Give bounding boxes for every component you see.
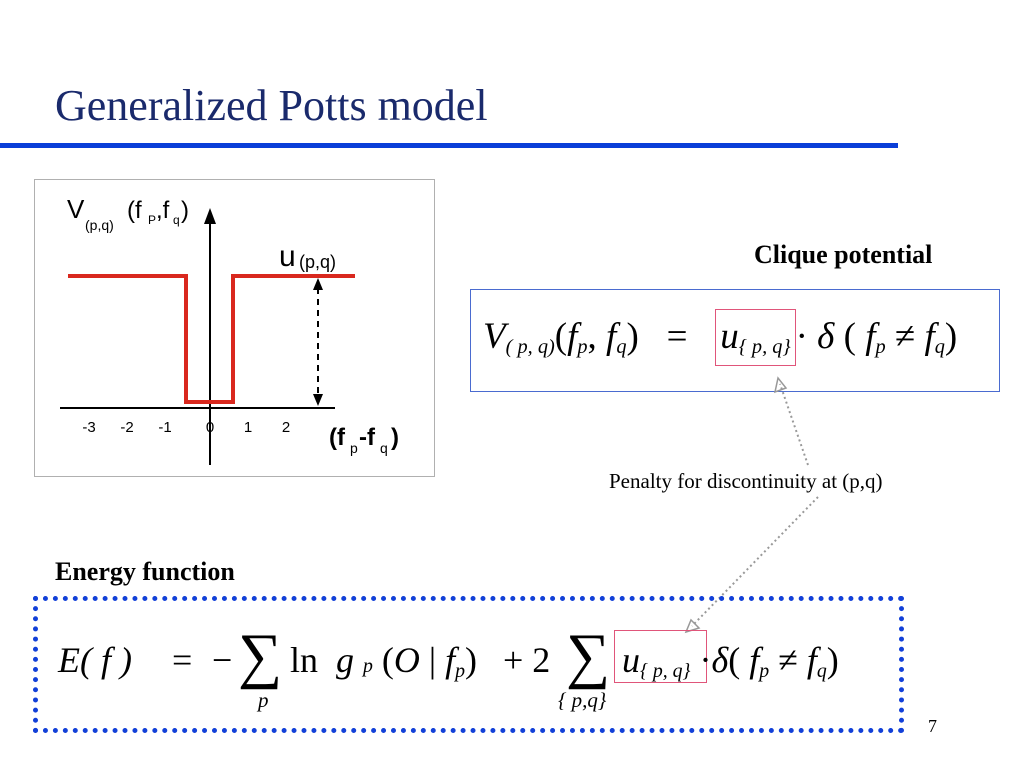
x-label-q: q <box>380 440 388 456</box>
energy-d-f2-sub: q <box>816 659 827 682</box>
energy-plus-two: + 2 <box>503 640 551 680</box>
y-label-sub: (p,q) <box>85 217 114 233</box>
clique-f1-sub: p <box>577 336 588 359</box>
x-tick-label: -3 <box>82 419 95 436</box>
energy-d-f1: f <box>749 640 760 680</box>
page-number: 7 <box>928 716 937 736</box>
slide-title: Generalized Potts model <box>55 81 488 130</box>
clique-u: u <box>720 316 739 357</box>
clique-f1: f <box>567 316 578 357</box>
u-label: u <box>279 240 296 273</box>
energy-pair-term: u{ p, q} ·δ( fp ≠ fq) <box>622 642 839 682</box>
potts-plot-panel: V (p,q) (f P ,f q ) u (p,q) -3 -2 -1 0 1 2 (f… <box>34 179 435 477</box>
x-label-open: (f <box>329 424 346 451</box>
x-label-p: p <box>350 440 358 456</box>
energy-d-f1-sub: p <box>759 659 770 682</box>
clique-potential-heading: Clique potential <box>754 240 933 269</box>
energy-bar: | <box>428 640 437 680</box>
energy-u: u <box>622 640 640 680</box>
energy-minus: − <box>212 640 233 680</box>
energy-d-f2: f <box>806 640 817 680</box>
energy-g-open: ( <box>381 640 394 680</box>
y-label-args-p: P <box>148 213 156 227</box>
clique-equation: V( p, q)(fp, fq) = u{ p, q}· δ ( fp ≠ fq… <box>483 309 958 366</box>
clique-neq: ≠ <box>894 316 916 357</box>
y-label-args-open: (f <box>127 197 142 224</box>
y-label-main: V <box>67 194 85 224</box>
clique-d-open: ( <box>843 316 856 357</box>
u-label-sub: (p,q) <box>299 252 336 272</box>
x-tick-label: 2 <box>282 419 290 436</box>
energy-E-args: ( f ) <box>80 640 132 680</box>
energy-g-sub: p <box>363 655 373 677</box>
y-label-args-q: q <box>173 213 180 227</box>
clique-d-f2: f <box>924 316 935 357</box>
y-axis-arrow <box>204 208 216 224</box>
clique-V-sub: ( p, q) <box>505 336 555 359</box>
clique-f2: f <box>606 316 617 357</box>
clique-dot: · <box>795 316 808 357</box>
energy-neq: ≠ <box>778 640 798 680</box>
potts-plot: V (p,q) (f P ,f q ) u (p,q) -3 -2 -1 0 1 2 (f… <box>60 194 399 465</box>
energy-ln: ln <box>290 640 319 680</box>
clique-u-highlight: u{ p, q} <box>715 309 796 366</box>
energy-sum2: ∑ <box>566 622 611 690</box>
y-label-args-mid: ,f <box>156 197 170 224</box>
energy-E-symbol: E <box>58 640 80 680</box>
clique-d-f1-sub: p <box>875 336 886 359</box>
clique-d-close: ) <box>944 316 958 357</box>
energy-sum2-under: { p,q} <box>558 688 607 712</box>
energy-f: f <box>445 640 456 680</box>
clique-args-open: ( <box>554 316 568 357</box>
energy-g-close: ) <box>465 640 478 680</box>
energy-equation-box <box>33 596 904 733</box>
clique-delta: δ <box>817 316 835 357</box>
x-label-close: ) <box>391 424 399 451</box>
energy-d-close: ) <box>826 640 839 680</box>
clique-equals: = <box>666 316 688 357</box>
potential-line <box>68 274 355 404</box>
penalty-annotation: Penalty for discontinuity at (p,q) <box>609 469 883 493</box>
x-tick-label: 1 <box>244 419 252 436</box>
y-label-args-close: ) <box>181 197 189 224</box>
clique-V: V <box>483 316 506 357</box>
title-underline <box>0 143 898 148</box>
clique-args-close: ) <box>626 316 639 357</box>
energy-g: g <box>336 640 355 680</box>
energy-ln-term: ln g p (O | fp) <box>290 642 477 682</box>
energy-E: E( f ) <box>58 642 132 678</box>
energy-sum1-under: p <box>258 688 269 712</box>
clique-d-f2-sub: q <box>934 336 945 359</box>
arrow-to-clique-u <box>779 383 809 466</box>
energy-u-highlight <box>614 630 707 683</box>
energy-O: O <box>393 640 420 680</box>
clique-f2-sub: q <box>616 336 627 359</box>
x-tick-labels: -3 -2 -1 0 1 2 <box>82 419 290 436</box>
energy-delta: δ <box>711 640 729 680</box>
clique-u-sub: { p, q} <box>738 336 791 359</box>
clique-comma: , <box>587 316 597 357</box>
energy-f-sub: p <box>455 659 466 682</box>
energy-dot: · <box>699 640 712 680</box>
energy-sum1: ∑ <box>238 622 283 690</box>
arrow-to-energy-u <box>691 496 819 627</box>
x-tick-label: -2 <box>120 419 133 436</box>
energy-function-heading: Energy function <box>55 557 235 586</box>
energy-u-sub: { p, q} <box>640 659 691 682</box>
x-label-mid: -f <box>359 424 376 451</box>
x-tick-label: -1 <box>158 419 171 436</box>
x-tick-label: 0 <box>206 419 214 436</box>
clique-equation-box <box>470 289 1000 392</box>
clique-d-f1: f <box>865 316 876 357</box>
energy-equals: = <box>172 640 193 680</box>
energy-d-open: ( <box>728 640 741 680</box>
